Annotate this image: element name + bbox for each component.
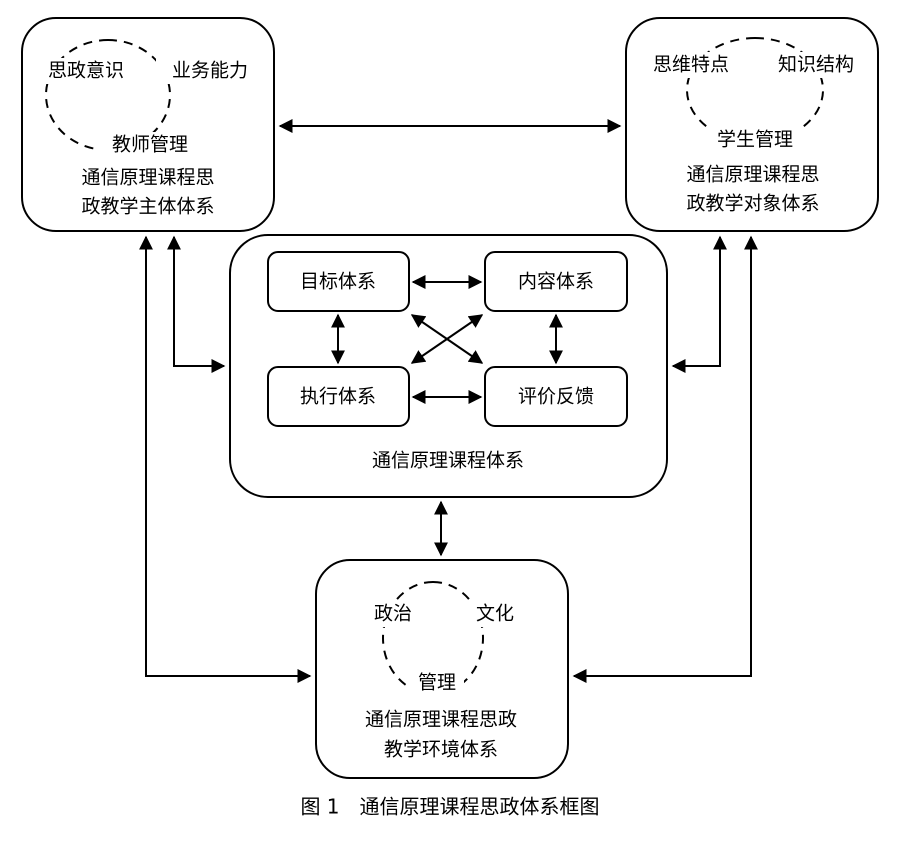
- execution-system-label: 执行体系: [300, 386, 376, 408]
- teacher-cycle-management: 教师管理: [112, 134, 188, 156]
- teacher-system-box: 思政意识 业务能力 教师管理 通信原理课程思 政教学主体体系: [21, 17, 275, 232]
- environment-label-mask-right: [468, 601, 522, 627]
- student-title-line2: 政教学对象体系: [686, 193, 819, 215]
- environment-label-mask-bottom: [410, 670, 464, 696]
- environment-cycle-politics: 政治: [374, 603, 412, 625]
- environment-cycle-arc-left: [382, 581, 434, 695]
- teacher-cycle-competence: 业务能力: [172, 60, 248, 82]
- student-cycle-knowledge: 知识结构: [778, 54, 854, 76]
- content-system-label: 内容体系: [518, 271, 594, 293]
- student-cycle-thinking: 思维特点: [653, 54, 729, 76]
- student-cycle-management: 学生管理: [717, 129, 793, 151]
- student-title-line1: 通信原理课程思: [686, 164, 819, 186]
- figure-caption: 图 1 通信原理课程思政体系框图: [300, 795, 599, 819]
- teacher-label-mask-right: [156, 58, 262, 84]
- teacher-label-mask-left: [40, 58, 130, 84]
- student-label-mask-left: [644, 52, 740, 78]
- goal-system-label: 目标体系: [300, 271, 376, 293]
- arrow-teacher-environment: [139, 235, 312, 683]
- teacher-label-mask-bottom: [100, 132, 200, 158]
- student-label-mask-right: [764, 52, 870, 78]
- arrow-student-environment: [572, 235, 758, 683]
- environment-cycle-culture: 文化: [476, 603, 514, 625]
- teacher-title-line1: 通信原理课程思: [81, 167, 214, 189]
- environment-title-line2: 教学环境体系: [384, 739, 498, 761]
- student-label-mask-bottom: [706, 127, 804, 153]
- environment-system-box: 政治 文化 管理 通信原理课程思政 教学环境体系: [315, 559, 569, 779]
- arrow-content-execution: [410, 314, 484, 364]
- environment-label-mask-left: [366, 601, 420, 627]
- environment-title-line1: 通信原理课程思政: [365, 709, 517, 731]
- teacher-title-line2: 政教学主体体系: [81, 196, 214, 218]
- environment-cycle-arc-right: [432, 581, 484, 695]
- student-system-box: 思维特点 知识结构 学生管理 通信原理课程思 政教学对象体系: [625, 17, 879, 232]
- course-system-title: 通信原理课程体系: [372, 450, 524, 472]
- evaluation-feedback-label: 评价反馈: [518, 386, 594, 408]
- arrow-teacher-course: [167, 235, 226, 373]
- course-system-box: 目标体系 内容体系 执行体系 评价反馈 通信原理课程体系: [229, 234, 668, 498]
- arrow-student-course: [671, 235, 727, 373]
- environment-cycle-management: 管理: [418, 672, 456, 694]
- teacher-cycle-ideology: 思政意识: [48, 60, 124, 82]
